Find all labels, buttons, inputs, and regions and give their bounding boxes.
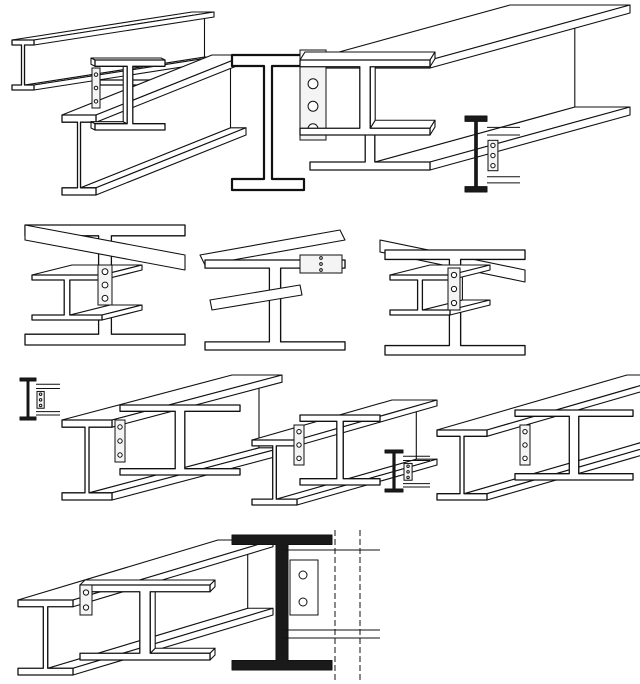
seat-angle xyxy=(97,264,113,306)
web-clip xyxy=(79,584,93,616)
bolt-icon xyxy=(117,452,123,458)
bolt-icon xyxy=(117,424,123,430)
bolt-icon xyxy=(296,428,302,435)
bolt-icon xyxy=(307,100,319,112)
clip-angle xyxy=(403,462,413,481)
beam-left xyxy=(119,404,241,476)
bolt-icon xyxy=(406,475,410,480)
bolt-icon xyxy=(406,464,410,468)
double-angle xyxy=(293,424,305,466)
sketch-row4-left xyxy=(17,539,274,676)
beam-end-section xyxy=(17,599,74,676)
bolt-icon xyxy=(296,455,302,462)
beam-end-section xyxy=(79,584,211,661)
bolt-icon xyxy=(319,256,323,260)
web-face xyxy=(369,58,376,129)
bolt-icon xyxy=(298,597,308,607)
clip-angle xyxy=(487,139,499,172)
beam-end xyxy=(90,57,166,131)
bolt-icon xyxy=(38,403,43,408)
bolt-icon xyxy=(93,85,99,91)
bolt-icon xyxy=(296,442,302,448)
beam xyxy=(389,264,491,316)
double-angle xyxy=(114,419,126,463)
beam-end-section xyxy=(299,59,431,136)
bolt-icon xyxy=(319,262,323,266)
bottom-flange-top-face xyxy=(369,119,436,129)
beam-bottom-flange xyxy=(209,284,303,311)
clip-angle xyxy=(36,390,45,409)
web-face xyxy=(149,586,156,654)
web-clip-angle xyxy=(91,67,101,109)
bolt-icon xyxy=(490,142,496,149)
bolt-icon xyxy=(490,162,496,169)
top-flange-top-face xyxy=(299,51,436,61)
sketch-row2-left xyxy=(24,224,186,346)
skewed-beam xyxy=(79,579,216,661)
beam-end-section xyxy=(514,409,634,481)
column-end-section xyxy=(230,53,306,192)
bolt-icon xyxy=(522,455,528,462)
bolt-icon xyxy=(450,271,458,279)
bolt-icon xyxy=(522,442,528,448)
top-flange-top-face xyxy=(79,579,216,586)
girder xyxy=(309,4,631,171)
beam-end-section xyxy=(436,429,488,501)
beam-end-section xyxy=(299,414,381,486)
bolt-icon xyxy=(82,589,90,596)
bolt-icon xyxy=(117,438,123,444)
bolt-icon xyxy=(82,604,90,611)
bolt-icon xyxy=(101,281,109,289)
sketch-row1-left xyxy=(11,11,247,196)
bolt-icon xyxy=(490,152,496,159)
column-section-profile xyxy=(19,377,37,421)
bottom-flange-top-face xyxy=(149,647,216,654)
bolt-icon xyxy=(450,285,458,293)
bolt-icon xyxy=(93,99,99,104)
bolt-icon xyxy=(406,470,410,474)
sketch-row2-right xyxy=(379,239,526,356)
beam-end-section xyxy=(11,39,35,91)
section-detail-row1 xyxy=(464,115,520,193)
section-detail-row3-left xyxy=(19,377,60,421)
supported-beam xyxy=(61,54,247,196)
coped-beam xyxy=(514,409,634,481)
beam-middle xyxy=(299,414,381,486)
bolt-icon xyxy=(38,392,43,396)
bolt-icon xyxy=(101,268,109,276)
bolt-icon xyxy=(38,398,43,402)
beam-top-flange xyxy=(199,229,346,266)
beam xyxy=(299,51,436,136)
beam-end-section xyxy=(119,404,241,476)
column-section-profile xyxy=(464,115,488,193)
beam-end-section xyxy=(204,259,346,351)
sketch-row1-middle xyxy=(230,4,631,193)
top-angle xyxy=(299,254,343,274)
bolt-icon xyxy=(307,78,319,90)
column-section-profile xyxy=(384,449,404,493)
sketch-row2-middle xyxy=(199,229,346,351)
sketch-row4-middle xyxy=(231,530,380,680)
beam-end-section xyxy=(230,53,306,192)
sketch-row3 xyxy=(19,374,640,506)
girder-right xyxy=(436,374,640,501)
bolt-icon xyxy=(298,570,308,580)
bolt-icon xyxy=(101,294,109,302)
beam-end-section xyxy=(61,419,113,501)
shear-plate xyxy=(289,559,319,616)
bolt-icon xyxy=(319,268,323,272)
column-section-profile xyxy=(231,534,333,671)
bolt-icon xyxy=(450,299,458,307)
bolt-icon xyxy=(93,72,99,77)
section-detail-row3-right xyxy=(384,449,430,493)
girder-top-flange xyxy=(24,224,186,271)
seat-angle xyxy=(447,267,461,311)
beam xyxy=(31,264,143,321)
web-clip xyxy=(519,424,531,466)
girder-left xyxy=(61,374,283,501)
beam-end-section xyxy=(94,59,166,131)
bolt-icon xyxy=(522,428,528,435)
